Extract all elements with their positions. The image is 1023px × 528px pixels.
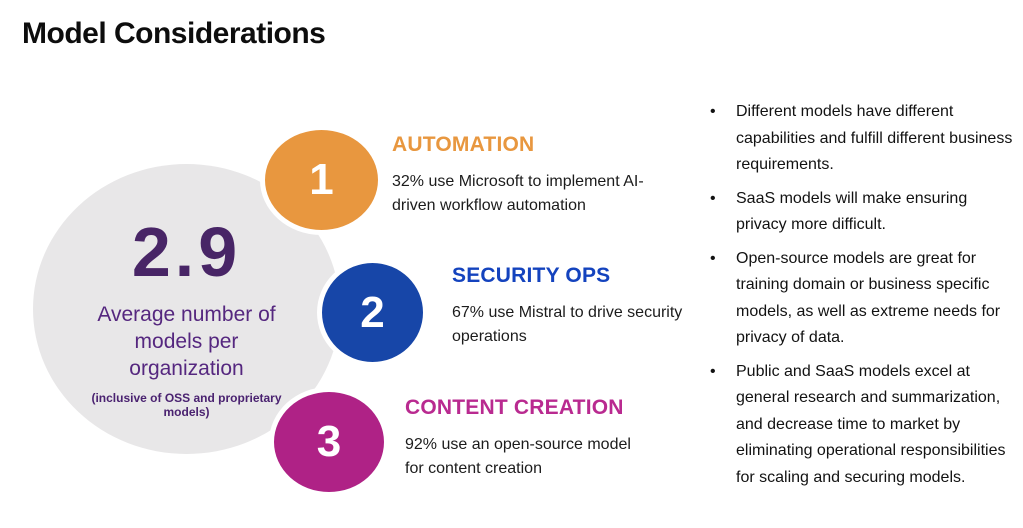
note-text: Open-source models are great for trainin… [736, 249, 1001, 347]
stat-sublabel: (inclusive of OSS and proprietary models… [91, 390, 282, 420]
step-1-number: 1 [309, 155, 334, 204]
step-1-description: 32% use Microsoft to implement AI-driven… [392, 173, 644, 214]
step-3-number: 3 [316, 417, 342, 466]
step-3-block: CONTENT CREATION 92% use an open-source … [405, 395, 637, 481]
bullet-icon: • [710, 249, 716, 267]
step-2-block: SECURITY OPS 67% use Mistral to drive se… [452, 263, 704, 349]
list-item: • SaaS models will make ensuring privacy… [706, 186, 1016, 239]
stat-value: 2.9 [131, 212, 242, 291]
note-text: Public and SaaS models excel at general … [736, 362, 1006, 486]
list-item: • Different models have different capabi… [706, 99, 1016, 179]
bullet-icon: • [710, 362, 716, 380]
step-2-number: 2 [360, 287, 385, 337]
stat-label: Average number of models per organizatio… [97, 302, 276, 380]
list-item: • Open-source models are great for train… [706, 246, 1016, 352]
step-1-badge: 1 [260, 125, 383, 235]
step-1-block: AUTOMATION 32% use Microsoft to implemen… [392, 132, 644, 218]
step-2-heading: SECURITY OPS [452, 264, 611, 287]
step-2-description: 67% use Mistral to drive security operat… [452, 304, 683, 345]
step-1-heading: AUTOMATION [392, 133, 535, 156]
notes-list: • Different models have different capabi… [706, 99, 1016, 498]
note-text: Different models have different capabili… [736, 103, 1013, 173]
step-2-badge: 2 [317, 258, 428, 367]
bullet-icon: • [710, 103, 716, 120]
page-title: Model Considerations [22, 17, 326, 50]
list-item: • Public and SaaS models excel at genera… [706, 359, 1016, 492]
step-3-description: 92% use an open-source model for content… [405, 436, 631, 477]
step-3-badge: 3 [269, 387, 389, 497]
step-3-heading: CONTENT CREATION [405, 396, 624, 419]
note-text: SaaS models will make ensuring privacy m… [736, 189, 968, 234]
bullet-icon: • [710, 189, 716, 207]
